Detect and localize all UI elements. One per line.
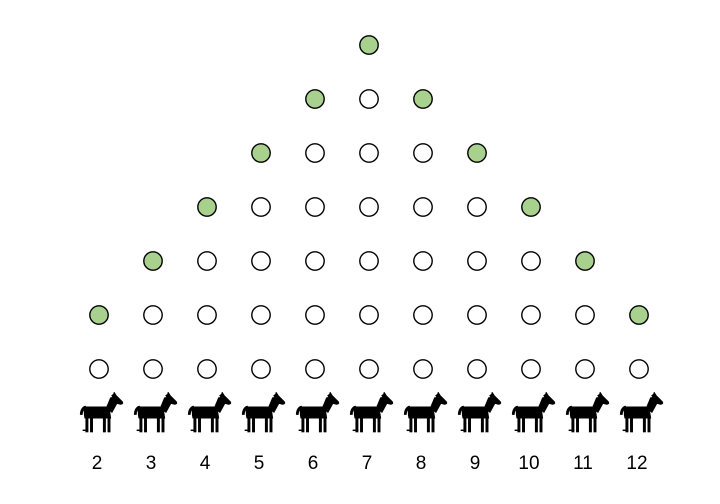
lane-2-marker-peg xyxy=(89,305,109,325)
lane-10-marker-peg xyxy=(521,197,541,217)
lane-6-peg-3 xyxy=(305,251,325,271)
lane-5-peg-3 xyxy=(251,251,271,271)
lane-5-peg-1 xyxy=(251,359,271,379)
lane-3-peg-2 xyxy=(143,305,163,325)
lane-number-4: 4 xyxy=(200,453,211,474)
lane-number-3: 3 xyxy=(146,453,157,474)
lane-7-peg-5 xyxy=(359,143,379,163)
lane-number-10: 10 xyxy=(518,453,539,474)
lane-8-peg-3 xyxy=(413,251,433,271)
lane-4-peg-2 xyxy=(197,305,217,325)
lane-9-marker-peg xyxy=(467,143,487,163)
lane-6-peg-4 xyxy=(305,197,325,217)
lane-8-peg-2 xyxy=(413,305,433,325)
lane-8-peg-1 xyxy=(413,359,433,379)
lane-9-peg-2 xyxy=(467,305,487,325)
lane-7-peg-1 xyxy=(359,359,379,379)
lane-9-peg-1 xyxy=(467,359,487,379)
lane-7-peg-2 xyxy=(359,305,379,325)
lane-11-peg-2 xyxy=(575,305,595,325)
lane-8-peg-4 xyxy=(413,197,433,217)
lane-4-marker-peg xyxy=(197,197,217,217)
lane-5-marker-peg xyxy=(251,143,271,163)
lane-2-peg-1 xyxy=(89,359,109,379)
lane-8-peg-5 xyxy=(413,143,433,163)
horse-icon xyxy=(133,392,178,433)
lane-6-peg-2 xyxy=(305,305,325,325)
horse-icon xyxy=(619,392,664,433)
horse-icon xyxy=(457,392,502,433)
lane-6-peg-5 xyxy=(305,143,325,163)
peg-grid xyxy=(89,35,649,379)
lane-number-12: 12 xyxy=(626,453,647,474)
horse-icon xyxy=(565,392,610,433)
lane-5-peg-2 xyxy=(251,305,271,325)
lane-number-9: 9 xyxy=(470,453,481,474)
lane-12-peg-1 xyxy=(629,359,649,379)
horse-icon xyxy=(241,392,286,433)
lane-6-marker-peg xyxy=(305,89,325,109)
lane-11-peg-1 xyxy=(575,359,595,379)
lane-number-5: 5 xyxy=(254,453,265,474)
lane-5-peg-4 xyxy=(251,197,271,217)
lane-9-peg-3 xyxy=(467,251,487,271)
lane-3-peg-1 xyxy=(143,359,163,379)
lane-4-peg-3 xyxy=(197,251,217,271)
lane-7-peg-6 xyxy=(359,89,379,109)
horse-icon xyxy=(511,392,556,433)
lane-12-marker-peg xyxy=(629,305,649,325)
lane-11-marker-peg xyxy=(575,251,595,271)
lane-8-marker-peg xyxy=(413,89,433,109)
horse-icon xyxy=(349,392,394,433)
lane-10-peg-3 xyxy=(521,251,541,271)
lane-7-marker-peg xyxy=(359,35,379,55)
lane-9-peg-4 xyxy=(467,197,487,217)
lane-6-peg-1 xyxy=(305,359,325,379)
lane-10-peg-1 xyxy=(521,359,541,379)
lane-10-peg-2 xyxy=(521,305,541,325)
lane-4-peg-1 xyxy=(197,359,217,379)
horse-icon xyxy=(403,392,448,433)
lane-7-peg-4 xyxy=(359,197,379,217)
horse-icon xyxy=(295,392,340,433)
lane-number-8: 8 xyxy=(416,453,427,474)
lane-number-7: 7 xyxy=(362,453,373,474)
lane-3-marker-peg xyxy=(143,251,163,271)
lane-number-6: 6 xyxy=(308,453,319,474)
horse-icon xyxy=(187,392,232,433)
lane-7-peg-3 xyxy=(359,251,379,271)
lane-number-row: 2 3 4 5 6 7 8 9 10 11 12 xyxy=(92,453,648,474)
lane-number-2: 2 xyxy=(92,453,103,474)
lane-number-11: 11 xyxy=(573,453,593,474)
horse-icon xyxy=(79,392,124,433)
horse-row xyxy=(79,392,664,433)
